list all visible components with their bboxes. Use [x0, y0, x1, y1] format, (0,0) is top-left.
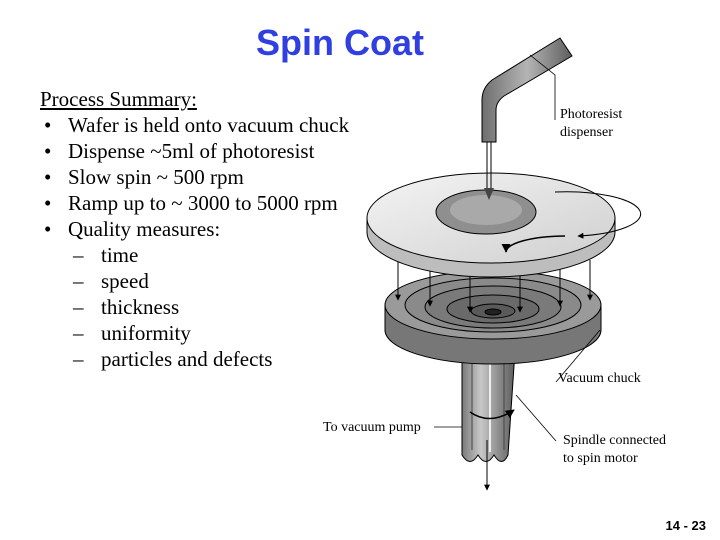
- bullet-text: Dispense ~5ml of photoresist: [68, 139, 315, 163]
- bullet-icon: •: [44, 191, 52, 215]
- leader-lines: [434, 54, 601, 442]
- sub-item-text: particles and defects: [101, 347, 273, 371]
- bullet-item: • Slow spin ~ 500 rpm: [40, 164, 360, 190]
- sub-item-text: uniformity: [101, 321, 191, 345]
- dash-icon: –: [73, 269, 84, 293]
- spindle-label-line2: to spin motor: [563, 451, 638, 466]
- bullet-text: Slow spin ~ 500 rpm: [68, 165, 244, 189]
- bullet-item: • Wafer is held onto vacuum chuck: [40, 112, 360, 138]
- bullet-text: Quality measures:: [68, 217, 221, 241]
- vacuum-pump-label: To vacuum pump: [323, 420, 421, 435]
- summary-heading-colon: :: [191, 87, 197, 111]
- summary-heading: Process Summary:: [40, 86, 197, 112]
- bullet-icon: •: [44, 113, 52, 137]
- vacuum-flow-arrows: [395, 260, 593, 491]
- bullet-item: •Quality measures: –time –speed –thickne…: [40, 216, 360, 372]
- vacuum-chuck-label: Vacuum chuck: [558, 371, 641, 386]
- bullet-item: • Ramp up to ~ 3000 to 5000 rpm: [40, 190, 360, 216]
- sub-item: –uniformity: [71, 320, 360, 346]
- sub-item: –time: [71, 242, 360, 268]
- bullet-icon: •: [44, 165, 52, 189]
- sub-item: –speed: [71, 268, 360, 294]
- vacuum-chuck: [384, 270, 602, 365]
- dash-icon: –: [73, 321, 84, 345]
- sub-item-text: time: [101, 243, 139, 267]
- summary-heading-text: Process Summary: [40, 87, 192, 111]
- photoresist-dispenser: [481, 37, 573, 200]
- dispenser-label-line2: dispenser: [560, 125, 613, 140]
- bullet-icon: •: [44, 217, 52, 241]
- spindle-label-line1: Spindle connected: [563, 433, 667, 448]
- slide-title: Spin Coat: [256, 22, 424, 63]
- bullet-item: • Dispense ~5ml of photoresist: [40, 138, 360, 164]
- dispenser-label: Photoresist dispenser: [560, 106, 622, 142]
- sub-item: –thickness: [71, 294, 360, 320]
- bullet-icon: •: [44, 139, 52, 163]
- dash-icon: –: [73, 295, 84, 319]
- dispenser-label-line1: Photoresist: [560, 107, 623, 122]
- wafer: [366, 172, 642, 278]
- quality-measures-list: –time –speed –thickness –uniformity –par…: [68, 242, 360, 372]
- dash-icon: –: [73, 347, 84, 371]
- page-number: 14 - 23: [665, 518, 706, 533]
- spindle-shaft: [461, 335, 517, 462]
- sub-item-text: speed: [101, 269, 149, 293]
- sub-item-text: thickness: [101, 295, 180, 319]
- spindle-label: Spindle connected to spin motor: [563, 432, 666, 468]
- sub-item: –particles and defects: [71, 346, 360, 372]
- bullet-text: Ramp up to ~ 3000 to 5000 rpm: [68, 191, 338, 215]
- dash-icon: –: [73, 243, 84, 267]
- bullet-text: Wafer is held onto vacuum chuck: [68, 113, 350, 137]
- summary-list: • Wafer is held onto vacuum chuck • Dispen…: [40, 112, 360, 372]
